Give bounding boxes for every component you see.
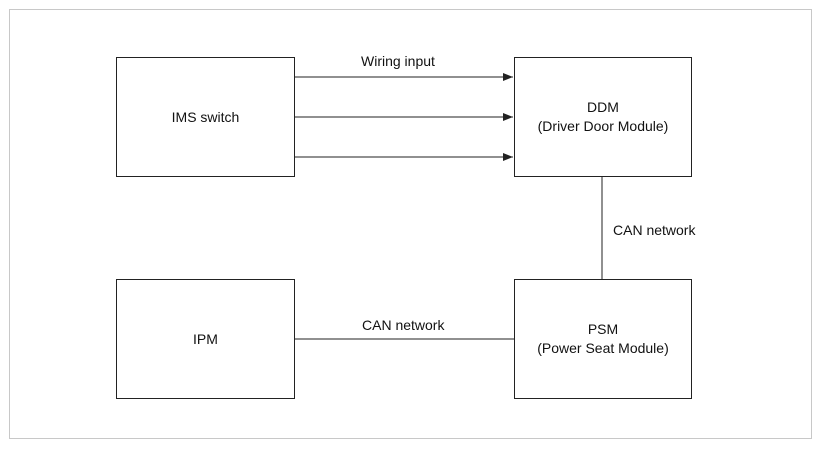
ims-switch-label: IMS switch bbox=[171, 108, 240, 125]
psm-box: PSM (Power Seat Module) bbox=[514, 279, 692, 399]
psm-title: PSM bbox=[587, 321, 619, 337]
ddm-title: DDM bbox=[587, 99, 619, 115]
ipm-label: IPM bbox=[193, 330, 218, 347]
ims-switch-box: IMS switch bbox=[116, 57, 295, 177]
psm-subtitle: (Power Seat Module) bbox=[537, 340, 669, 356]
ddm-box: DDM (Driver Door Module) bbox=[514, 57, 692, 177]
wiring-input-label: Wiring input bbox=[361, 53, 435, 69]
ddm-subtitle: (Driver Door Module) bbox=[537, 118, 669, 134]
can-network-label-vertical: CAN network bbox=[613, 222, 696, 238]
can-network-label-horizontal: CAN network bbox=[362, 317, 445, 333]
ipm-box: IPM bbox=[116, 279, 295, 399]
